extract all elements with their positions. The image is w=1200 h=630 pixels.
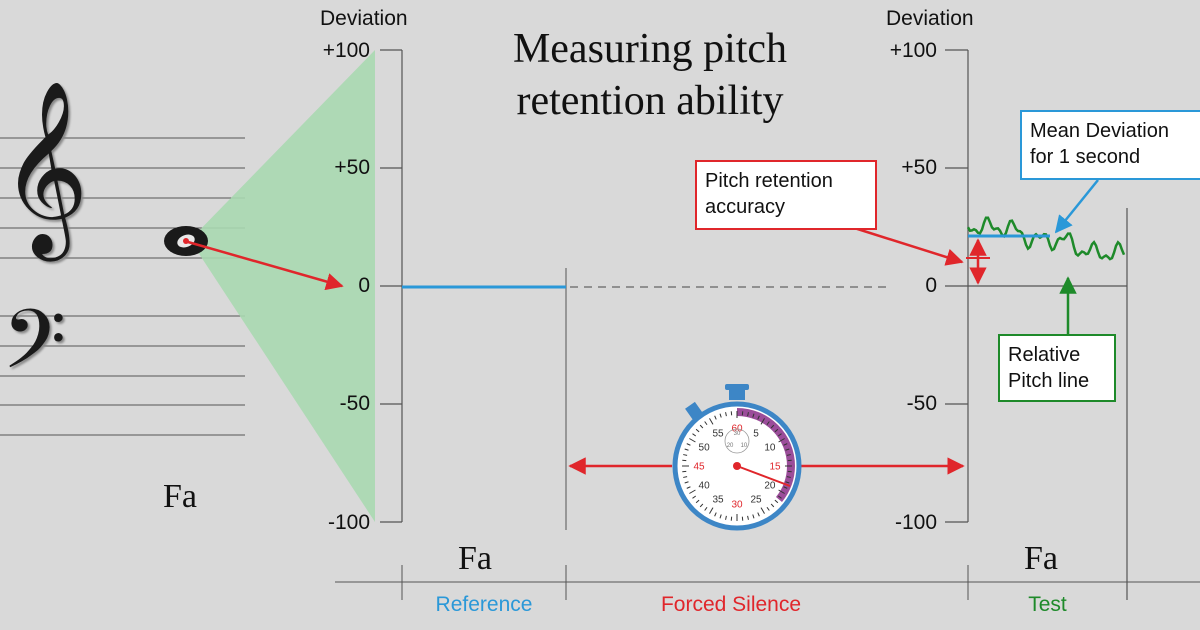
note-to-zero-arrow [187, 240, 344, 291]
left-tick-label: +100 [322, 39, 370, 62]
title-line-2: retention ability [516, 78, 784, 124]
stopwatch-tick [786, 476, 791, 478]
stopwatch-tick [683, 476, 688, 478]
stopwatch-inner-number: 10 [741, 443, 748, 449]
left-tick-label: -50 [339, 392, 370, 415]
stopwatch-tick [686, 443, 691, 446]
stopwatch-tick [786, 454, 791, 456]
right-tick-label: 0 [925, 274, 937, 297]
stopwatch-tick [774, 428, 779, 433]
stopwatch-tick [777, 495, 782, 499]
reference-note-label: Fa [458, 540, 492, 577]
stopwatch-number: 10 [764, 443, 776, 454]
whole-note-icon [164, 226, 208, 256]
relative-pitch-callout: Relative Pitch line [998, 334, 1116, 402]
stopwatch-number: 35 [712, 494, 724, 505]
stopwatch-tick [752, 514, 755, 519]
right-axis [945, 49, 1128, 600]
treble-clef-icon: 𝄞 [0, 80, 89, 254]
stopwatch-number: 55 [712, 429, 724, 440]
stopwatch-tick [704, 421, 708, 426]
right-axis-label: Deviation [886, 7, 974, 30]
stopwatch-number: 5 [753, 429, 759, 440]
stopwatch-tick [704, 506, 708, 511]
stopwatch-tick [757, 512, 760, 517]
forced-silence-section-label: Forced Silence [660, 593, 802, 616]
stopwatch-tick [766, 506, 770, 511]
stopwatch-number: 30 [731, 500, 743, 511]
bass-clef-icon: 𝄢 [2, 291, 67, 408]
stopwatch-tick [709, 418, 714, 425]
stopwatch-tick [683, 454, 688, 456]
stopwatch-number: 20 [764, 481, 776, 492]
stopwatch-number: 45 [693, 462, 705, 473]
stopwatch-tick [774, 499, 779, 504]
right-tick-label: -100 [894, 511, 937, 534]
reference-section-label: Reference [435, 593, 533, 616]
left-tick-label: -100 [327, 511, 370, 534]
title-line-1: Measuring pitch [512, 26, 788, 72]
stopwatch-tick [760, 418, 765, 425]
right-tick-label: +50 [901, 156, 937, 179]
stopwatch-tick [725, 515, 727, 520]
stopwatch-tick [689, 438, 696, 443]
stopwatch-tick [747, 412, 749, 417]
stopwatch-number: 50 [699, 443, 711, 454]
stopwatch-tick [709, 507, 714, 514]
stopwatch-tick [785, 448, 790, 451]
stopwatch-inner-number: 20 [727, 443, 734, 449]
stopwatch-inner-number: 30 [734, 431, 741, 437]
stopwatch-tick [766, 421, 770, 426]
stopwatch-tick [719, 514, 722, 519]
stopwatch-tick [719, 413, 722, 418]
stopwatch-tick [778, 438, 785, 443]
stopwatch-tick [725, 412, 727, 417]
relative-pitch-signal [966, 216, 1126, 261]
stopwatch-tick [747, 515, 749, 520]
mean-deviation-pointer [1054, 179, 1099, 234]
stopwatch-tick [783, 486, 788, 489]
stopwatch-tick [770, 503, 775, 508]
stopwatch-tick [686, 486, 691, 489]
stopwatch-tick [684, 448, 689, 451]
stopwatch-tick [778, 489, 785, 494]
stopwatch-tick [684, 481, 689, 484]
stopwatch-tick [714, 415, 717, 420]
left-tick-label: +50 [334, 156, 370, 179]
stopwatch-tick [695, 499, 700, 504]
section-dividers [335, 268, 1200, 600]
left-axis [380, 49, 403, 523]
stopwatch-tick [757, 415, 760, 420]
accuracy-pointer [847, 224, 964, 266]
stopwatch-tick [692, 495, 697, 499]
bass-staff [0, 315, 245, 436]
stopwatch-tick [689, 489, 696, 494]
stopwatch-tick [699, 503, 704, 508]
right-tick-label: +100 [889, 39, 937, 62]
test-section-label: Test [1028, 593, 1067, 616]
stopwatch-tick [760, 507, 765, 514]
stopwatch-number: 15 [769, 462, 781, 473]
stopwatch-tick [752, 413, 755, 418]
stopwatch-number: 25 [750, 494, 762, 505]
stopwatch-tick [714, 512, 717, 517]
stopwatch-tick [770, 424, 775, 429]
stopwatch-tick [695, 428, 700, 433]
mean-deviation-callout: Mean Deviation for 1 second [1020, 110, 1200, 180]
stopwatch-tick [783, 443, 788, 446]
note-name-label: Fa [163, 478, 197, 515]
right-tick-label: -50 [906, 392, 937, 415]
pitch-cone [190, 50, 375, 522]
stopwatch-number: 40 [699, 481, 711, 492]
left-tick-label: 0 [358, 274, 370, 297]
left-axis-label: Deviation [320, 7, 408, 30]
stopwatch-tick [692, 433, 697, 437]
stopwatch-tick [777, 433, 782, 437]
retention-accuracy-callout: Pitch retention accuracy [695, 160, 877, 230]
stopwatch-tick [785, 481, 790, 484]
test-note-label: Fa [1024, 540, 1058, 577]
stopwatch-tick [699, 424, 704, 429]
